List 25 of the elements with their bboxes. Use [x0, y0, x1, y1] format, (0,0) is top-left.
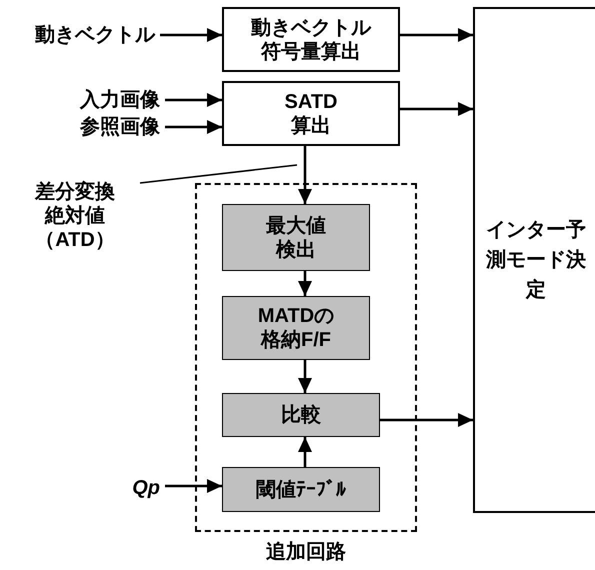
arrow: [160, 28, 222, 42]
process-box: SATD算出: [222, 81, 400, 146]
group-heading: 追加回路: [265, 540, 347, 565]
arrow: [400, 28, 473, 42]
circuit-box: 閾値ﾃｰﾌﾞﾙ: [222, 467, 380, 512]
arrow: [165, 120, 222, 134]
circuit-box: 比較: [222, 393, 380, 437]
leader-line: [140, 164, 298, 184]
circuit-box: 最大値検出: [222, 204, 370, 271]
input-label: 差分変換絶対値（ATD）: [20, 170, 130, 262]
input-label: 動きベクトル: [5, 20, 155, 50]
process-box: 動きベクトル符号量算出: [222, 7, 400, 72]
input-label: Qp: [120, 474, 160, 502]
arrow: [165, 93, 222, 107]
arrow: [298, 271, 312, 296]
arrow: [400, 102, 473, 116]
arrow: [298, 437, 312, 467]
arrow: [298, 360, 312, 393]
circuit-box: MATDの格納F/F: [222, 296, 370, 360]
arrow: [298, 146, 312, 204]
arrow: [165, 479, 222, 493]
arrow: [380, 413, 473, 427]
decision-block: インター予測モード決定: [473, 7, 595, 513]
input-label: 入力画像: [30, 86, 160, 114]
input-label: 参照画像: [30, 113, 160, 141]
